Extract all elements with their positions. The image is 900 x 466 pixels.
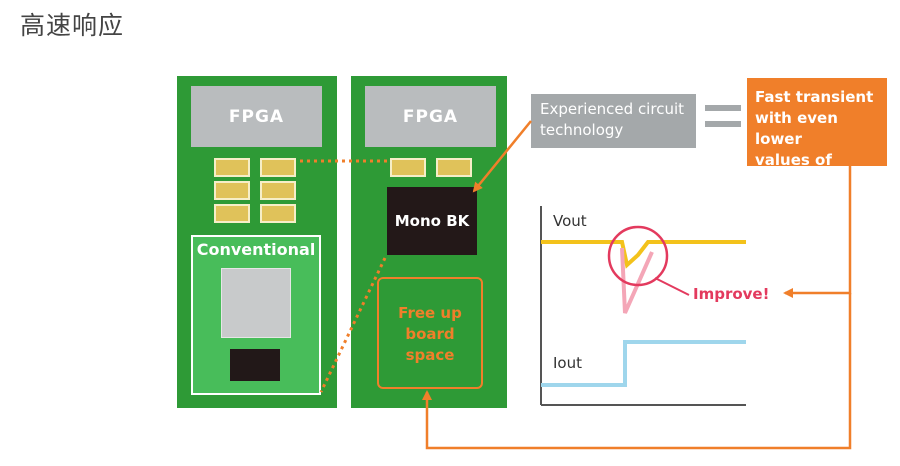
- improve-pointer: [654, 277, 690, 296]
- iout-trace: [541, 340, 746, 387]
- fpga-chip-right: FPGA: [365, 86, 496, 147]
- arrow-to-free-space: [422, 293, 852, 450]
- capacitor: [214, 181, 250, 200]
- vout-label: Vout: [553, 212, 587, 230]
- capacitor: [436, 158, 472, 177]
- capacitor: [214, 204, 250, 223]
- experience-line: technology: [540, 121, 624, 139]
- experienced-circuit-box: Experienced circuit technology: [531, 94, 696, 148]
- improve-label: Improve!: [693, 285, 770, 303]
- result-line: with even lower: [755, 109, 838, 148]
- mono-bk-chip: Mono BK: [387, 187, 477, 255]
- dotted-guide-bottom: [319, 257, 387, 393]
- capacitor: [260, 204, 296, 223]
- experience-line: Experienced circuit: [540, 100, 684, 118]
- capacitor: [390, 158, 426, 177]
- iout-label: Iout: [553, 354, 582, 372]
- fpga-chip-left: FPGA: [191, 86, 322, 147]
- fast-transient-box: Fast transient with even lower values of…: [747, 78, 887, 190]
- result-line: Fast transient: [755, 88, 874, 106]
- arrow-to-mono-bk: [472, 120, 532, 193]
- capacitor: [214, 158, 250, 177]
- free-board-space: Free up board space: [377, 277, 483, 389]
- free-space-line: board: [405, 325, 455, 343]
- equals-sign: [705, 103, 741, 131]
- improve-circle: [607, 225, 669, 287]
- inductor: [221, 268, 291, 338]
- arrow-to-improve: [783, 166, 852, 298]
- vout-trace: [541, 240, 746, 269]
- capacitor: [260, 181, 296, 200]
- conventional-label: Conventional: [196, 240, 316, 259]
- capacitor: [260, 158, 296, 177]
- free-space-line: space: [405, 346, 455, 364]
- free-space-line: Free up: [398, 304, 462, 322]
- result-line: values of MLCC: [755, 151, 832, 190]
- page-title: 高速响应: [20, 11, 125, 40]
- conventional-droop: [620, 247, 654, 314]
- regulator-ic: [230, 349, 280, 381]
